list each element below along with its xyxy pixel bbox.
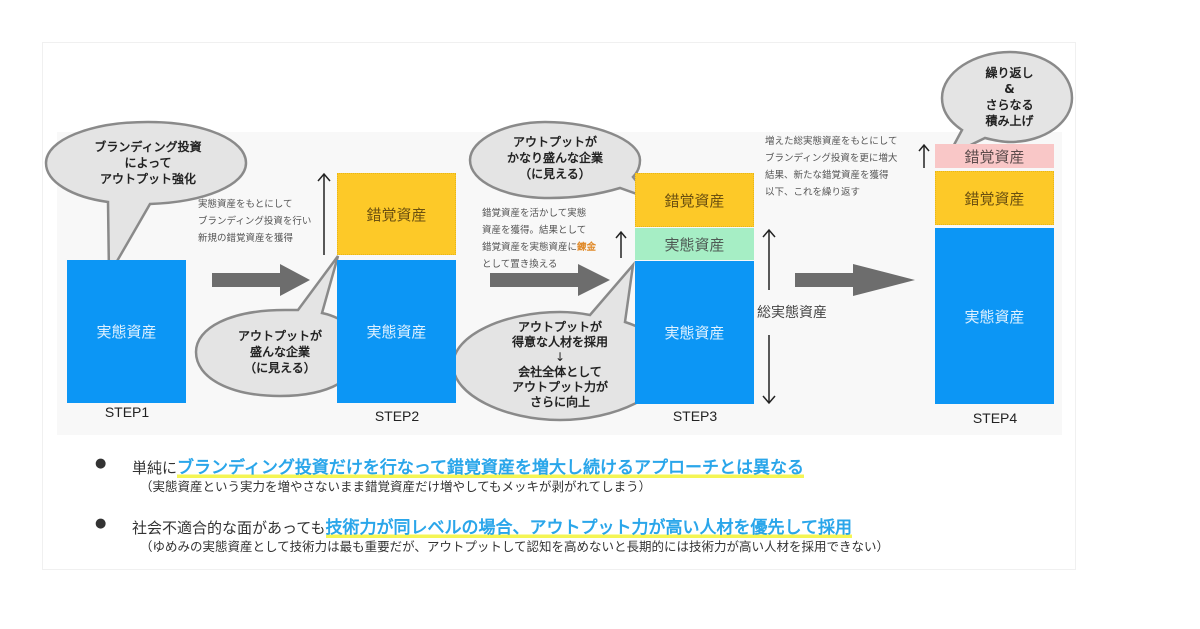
note-line: 資産を獲得。結果として [482, 225, 587, 236]
bubble-line: 得意な人材を採用 [511, 335, 608, 349]
bubble-line: 会社全体として [518, 365, 602, 379]
total-real-up-arrow [762, 228, 776, 290]
bullet-main-text: 社会不適合的な面があっても技術力が同レベルの場合、アウトプット力が高い人材を優先… [132, 513, 853, 538]
bullet-dot-icon: ● [95, 516, 107, 531]
bullet-main-text: 単純にブランディング投資だけを行なって錯覚資産を増大し続けるアプローチとは異なる [132, 453, 804, 478]
bullet-sub-1: （実態資産という実力を増やさないまま錯覚資産だけ増やしてもメッキが剥がれてしまう… [140, 479, 652, 494]
note-line: として置き換える [482, 259, 558, 270]
down-arrow-glyph: ↓ [554, 350, 566, 364]
bubble-line: アウトプットが [512, 135, 597, 149]
bullet-prefix: 社会不適合的な面があっても [132, 519, 326, 537]
bullet-highlight: 技術力が同レベルの場合、アウトプット力が高い人材を優先して採用 [325, 518, 853, 538]
bubble-line: アウトプットが [237, 329, 322, 343]
step3-illusion-asset-block: 錯覚資産 [635, 173, 754, 227]
total-real-assets-label: 総実態資産 [757, 305, 827, 321]
flow-arrow-3 [795, 264, 915, 296]
up-arrow-step3 [615, 230, 627, 258]
bullet-prefix: 単純に [132, 459, 178, 477]
alchemy-accent-text: 錬金 [577, 242, 597, 253]
bubble-step1 [44, 120, 248, 280]
step4-real-asset-block: 実態資産 [935, 228, 1054, 404]
bubble-line: 積み上げ [985, 114, 1034, 128]
step4-label: STEP4 [972, 410, 1018, 426]
bullet-item-1: ● 単純にブランディング投資だけを行なって錯覚資産を増大し続けるアプローチとは異… [95, 453, 995, 478]
step1-real-asset-block: 実態資産 [67, 260, 186, 403]
note-line: 錯覚資産を実態資産に錬金 [482, 239, 596, 256]
flow-arrow-1 [212, 264, 310, 296]
bubble-line: & [1004, 82, 1015, 96]
step2-real-asset-block: 実態資産 [337, 260, 456, 403]
bubble-step3-bottom [451, 260, 670, 422]
bubble-step2-text: アウトプットが 盛んな企業 （に見える） [225, 328, 335, 376]
step3-converted-real-asset-block: 実態資産 [635, 228, 754, 260]
bubble-step4-text: 繰り返し & さらなる 積み上げ [962, 65, 1057, 129]
note-line: ブランディング投資を更に増大 [765, 153, 898, 164]
bubble-line: 繰り返し [985, 66, 1034, 80]
bullet-dot-icon: ● [95, 456, 107, 471]
bubble-line: かなり盛んな企業 [506, 151, 603, 165]
bubble-line: さらなる [985, 98, 1034, 112]
bubble-line: 盛んな企業 [249, 345, 310, 359]
note-step2-to-3: 錯覚資産を活かして実態 資産を獲得。結果として 錯覚資産を実態資産に錬金 として… [482, 205, 596, 273]
bubble-line: によって [124, 156, 172, 170]
bubble-line: ブランディング投資 [94, 140, 202, 154]
bullet-sub-2: （ゆめみの実態資産として技術力は最も重要だが、アウトプットして認知を高めないと長… [140, 539, 890, 554]
up-arrow-step2 [317, 172, 331, 255]
note-line: 増えた総実態資産をもとにして [765, 136, 898, 147]
bubble-line: （に見える） [519, 167, 591, 181]
bubble-step3-top-text: アウトプットが かなり盛んな企業 （に見える） [490, 134, 620, 182]
note-line: 錯覚資産を活かして実態 [482, 208, 587, 219]
note-line: 実態資産をもとにして [198, 199, 293, 210]
total-real-down-arrow [762, 335, 776, 405]
bubble-line: アウトプットが [517, 320, 602, 334]
note-line-text: 錯覚資産を実態資産に [482, 242, 578, 253]
step2-illusion-asset-block: 錯覚資産 [337, 173, 456, 255]
bubble-line: アウトプット強化 [99, 172, 196, 186]
flow-arrow-2 [490, 264, 610, 296]
bubble-step4 [940, 50, 1074, 159]
bubble-line: （に見える） [244, 361, 316, 375]
up-arrow-step4 [918, 143, 930, 168]
step4-illusion-asset-block: 錯覚資産 [935, 171, 1054, 225]
note-line: ブランディング投資を行い [198, 216, 312, 227]
step3-label: STEP3 [672, 408, 718, 424]
note-step1-to-2: 実態資産をもとにして ブランディング投資を行い 新規の錯覚資産を獲得 [198, 196, 311, 247]
bubble-step3-top [468, 120, 655, 202]
note-line: 以下、これを繰り返す [765, 187, 861, 198]
note-line: 結果、新たな錯覚資産を獲得 [765, 170, 889, 181]
step4-new-illusion-asset-block: 錯覚資産 [935, 144, 1054, 168]
note-step3-to-4: 増えた総実態資産をもとにして ブランディング投資を更に増大 結果、新たな錯覚資産… [765, 133, 898, 201]
bullet-item-2: ● 社会不適合的な面があっても技術力が同レベルの場合、アウトプット力が高い人材を… [95, 513, 995, 538]
step2-label: STEP2 [374, 408, 420, 424]
bullet-highlight: ブランディング投資だけを行なって錯覚資産を増大し続けるアプローチとは異なる [177, 458, 804, 478]
step3-real-asset-block: 実態資産 [635, 261, 754, 404]
bubble-line: アウトプット力が [511, 380, 608, 394]
note-line: 新規の錯覚資産を獲得 [198, 233, 294, 244]
step1-label: STEP1 [104, 404, 150, 420]
bubble-step3-bottom-text: アウトプットが 得意な人材を採用 ↓ 会社全体として アウトプット力が さらに向… [495, 320, 625, 410]
bubble-line: さらに向上 [529, 395, 590, 409]
bubble-step1-text: ブランディング投資 によって アウトプット強化 [86, 139, 210, 187]
